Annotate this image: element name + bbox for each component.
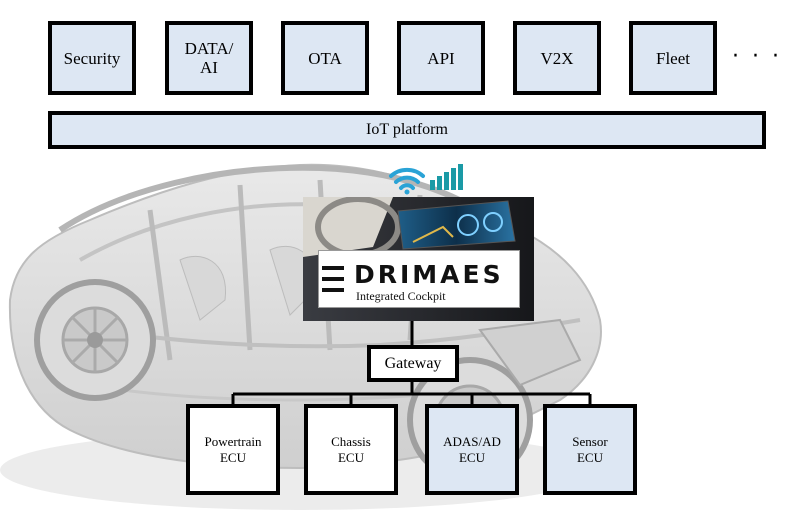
service-box-api: API [397,21,485,95]
brand-name: DRIMAES [354,260,504,289]
drimaes-logo-icon [322,266,344,292]
service-box-fleet: Fleet [629,21,717,95]
ecu-box-chassis: Chassis ECU [304,404,398,495]
more-services-ellipsis: · · · [732,44,782,69]
signal-bars-icon [430,164,463,190]
ecu-box-adas-ad: ADAS/AD ECU [425,404,519,495]
service-box-ota: OTA [281,21,369,95]
ecu-box-sensor: Sensor ECU [543,404,637,495]
gateway-box: Gateway [367,345,459,382]
service-box-data-ai: DATA/ AI [165,21,253,95]
service-box-v2x: V2X [513,21,601,95]
cockpit-subtitle: Integrated Cockpit [356,289,446,303]
wifi-icon [389,167,425,195]
iot-platform-bar: IoT platform [48,111,766,149]
brand-panel [318,250,520,308]
ecu-box-powertrain: Powertrain ECU [186,404,280,495]
service-box-security: Security [48,21,136,95]
